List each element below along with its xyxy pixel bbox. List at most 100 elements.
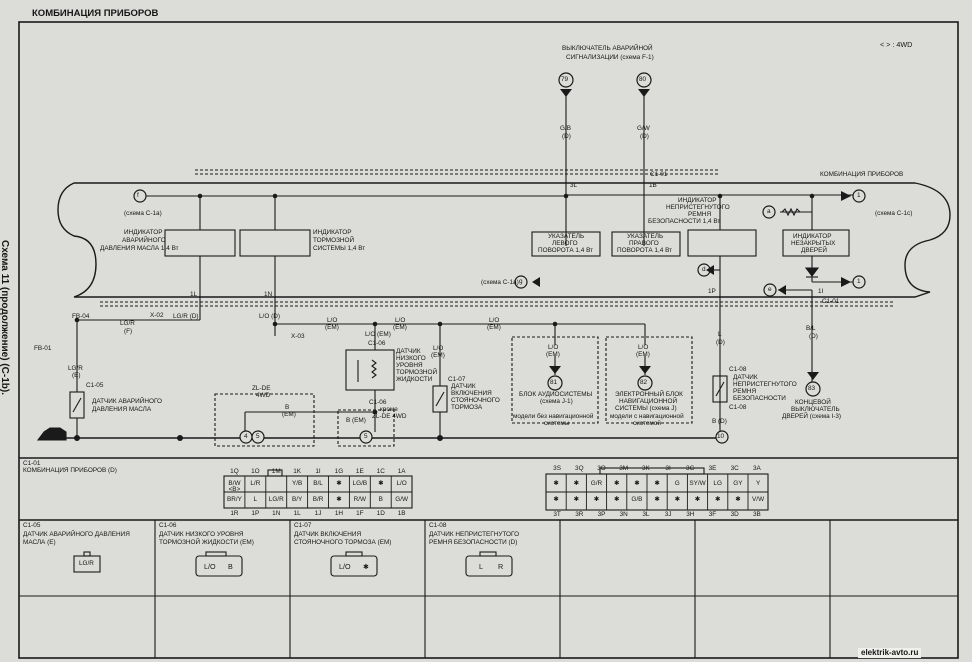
nav-1: ЭЛЕКТРОННЫЙ БЛОК xyxy=(615,391,683,398)
pin-3l: 3L xyxy=(570,182,578,189)
brake-fluid-4: ТОРМОЗНОЙ xyxy=(396,369,438,376)
node-g: g xyxy=(519,278,523,285)
right-top-pin-2: 3O xyxy=(597,465,606,472)
wire-b-d: B (D) xyxy=(712,418,727,425)
right-top-pin-8: 3C xyxy=(730,465,739,472)
left-bot-pin-5: 1H xyxy=(334,510,344,517)
right-top-pin-0: 3S xyxy=(553,465,561,472)
left-top-pin-8: 1A xyxy=(397,468,406,475)
wire-lo-em-3-loc: (EM) xyxy=(487,324,501,331)
wire-b-em: B xyxy=(285,404,290,411)
audio-2: (схема J-1) xyxy=(540,398,573,405)
audio-note-1: модели без навигационной xyxy=(513,413,594,420)
node-e: e xyxy=(768,286,772,293)
left-row1-cell-7: ✱ xyxy=(378,480,384,487)
conn-c106b: C1-06 xyxy=(369,399,387,406)
left-row1-cell-1: L/R xyxy=(250,480,261,487)
seatbelt-4: БЕЗОПАСНОСТИ xyxy=(733,395,786,402)
left-row1-cell-8: L/O xyxy=(396,480,407,487)
left-top-pin-5: 1G xyxy=(334,468,344,475)
seatbelt-1: ДАТЧИК xyxy=(733,374,758,381)
wire-lo-em-4-loc: (EM) xyxy=(377,331,391,338)
door-switch-3: ДВЕРЕЙ (схема I-3) xyxy=(782,413,842,420)
nav-2: НАВИГАЦИОННОЙ xyxy=(619,398,678,405)
pin-1i: 1I xyxy=(818,288,824,295)
conn-c105: C1-05 xyxy=(86,382,104,389)
brake-fluid-3: УРОВНЯ xyxy=(396,362,423,369)
right-row1-cell-10: Y xyxy=(755,480,761,487)
right-row2-cell-0: ✱ xyxy=(553,496,559,503)
left-top-pin-2: 1M xyxy=(271,468,281,475)
left-row2-cell-1: L xyxy=(253,496,258,503)
hazard-switch-label-2: СИГНАЛИЗАЦИИ (схема F-1) xyxy=(566,54,654,61)
wire-l-d-loc: (D) xyxy=(716,339,725,346)
brake-fluid-5: ЖИДКОСТИ xyxy=(396,376,433,383)
right-row2-cell-8: ✱ xyxy=(715,496,721,503)
right-row1-cell-2: G/R xyxy=(590,480,603,487)
right-top-pin-7: 3E xyxy=(708,465,717,472)
seatbelt-indicator-2: НЕПРИСТЕГНУТОГО xyxy=(666,204,730,211)
wire-lo-em-1: L/O xyxy=(327,317,338,324)
watermark: elektrik-avto.ru xyxy=(858,648,922,658)
c106-desc-2: ТОРМОЗНОЙ ЖИДКОСТИ (EM) xyxy=(159,539,254,546)
wire-lo-em-7: L/O xyxy=(638,344,649,351)
wire-gw: G/W xyxy=(637,125,650,132)
left-row2-cell-2: LG/R xyxy=(268,496,284,503)
right-bot-pin-6: 3H xyxy=(686,511,695,518)
wire-lo-em-3: L/O xyxy=(489,317,500,324)
connector-c101-bot: C1-01 xyxy=(822,298,840,305)
ref-c1a-2: (схема C-1a) xyxy=(481,279,519,286)
right-turn-3: ПОВОРОТА 1,4 Вт xyxy=(617,247,673,254)
ground-10: 10 xyxy=(717,433,725,440)
fb04-label: FB-04 xyxy=(72,313,90,320)
left-row2-cell-7: B xyxy=(378,496,383,503)
right-row1-cell-5: ✱ xyxy=(654,480,660,487)
c105-desc-1: ДАТЧИК АВАРИЙНОГО ДАВЛЕНИЯ xyxy=(23,531,130,538)
left-row1-cell-3: Y/B xyxy=(291,480,303,487)
c105-title: C1-05 xyxy=(23,522,41,529)
left-top-pin-6: 1E xyxy=(355,468,364,475)
wire-lgr-f: LG/R xyxy=(120,320,135,327)
right-row1-cell-4: ✱ xyxy=(634,480,640,487)
right-top-pin-6: 3G xyxy=(686,465,695,472)
c107-pin-1: L/O xyxy=(339,562,351,571)
right-top-pin-1: 3Q xyxy=(575,465,584,472)
door-indicator-3: ДВЕРЕЙ xyxy=(801,247,827,254)
c107-desc-2: СТОЯНОЧНОГО ТОРМОЗА (EM) xyxy=(294,539,392,546)
right-row2-cell-10: V/W xyxy=(752,496,765,503)
right-bot-pin-2: 3P xyxy=(597,511,606,518)
parking-2: ВКЛЮЧЕНИЯ xyxy=(451,390,492,397)
c105-desc-2: МАСЛА (E) xyxy=(23,539,56,546)
pin-1p: 1P xyxy=(708,288,716,295)
left-row2-cell-4: B/R xyxy=(312,496,324,503)
seatbelt-3: РЕМНЯ xyxy=(733,388,757,395)
left-bot-pin-4: 1J xyxy=(314,510,322,517)
audio-1: БЛОК АУДИОСИСТЕМЫ xyxy=(519,391,593,398)
left-row2-cell-8: G/W xyxy=(395,496,409,503)
c108-pin-1: L xyxy=(479,562,483,571)
ground-4: 4 xyxy=(244,433,248,440)
right-bot-pin-9: 3B xyxy=(752,511,761,518)
right-row2-cell-7: ✱ xyxy=(694,496,701,503)
c101-sub: КОМБИНАЦИЯ ПРИБОРОВ (D) xyxy=(23,467,117,474)
wire-l-d: L xyxy=(718,331,722,338)
right-turn-2: ПРАВОГО xyxy=(629,240,659,247)
node-1b: 1 xyxy=(857,278,861,285)
node-1a: 1 xyxy=(857,192,861,199)
wire-lo-em-1-loc: (EM) xyxy=(325,324,339,331)
right-row2-cell-4: G/B xyxy=(631,496,643,503)
nav-note-1: модели с навигационной xyxy=(610,413,684,420)
node-d: d xyxy=(702,266,706,273)
legend-4wd: < > : 4WD xyxy=(880,40,913,49)
node-83: 83 xyxy=(808,385,816,392)
seatbelt-indicator-1: ИНДИКАТОР xyxy=(678,197,717,204)
c101-title: C1-01 xyxy=(23,460,41,467)
c107-title: C1-07 xyxy=(294,522,312,529)
right-turn-1: УКАЗАТЕЛЬ xyxy=(627,233,664,240)
node-81: 81 xyxy=(550,379,558,386)
left-bot-pin-3: 1L xyxy=(293,510,301,517)
wire-lgr-e-loc: (E) xyxy=(72,372,81,379)
wire-gw-loc: (D) xyxy=(640,133,649,140)
right-row2-cell-6: ✱ xyxy=(674,496,680,503)
